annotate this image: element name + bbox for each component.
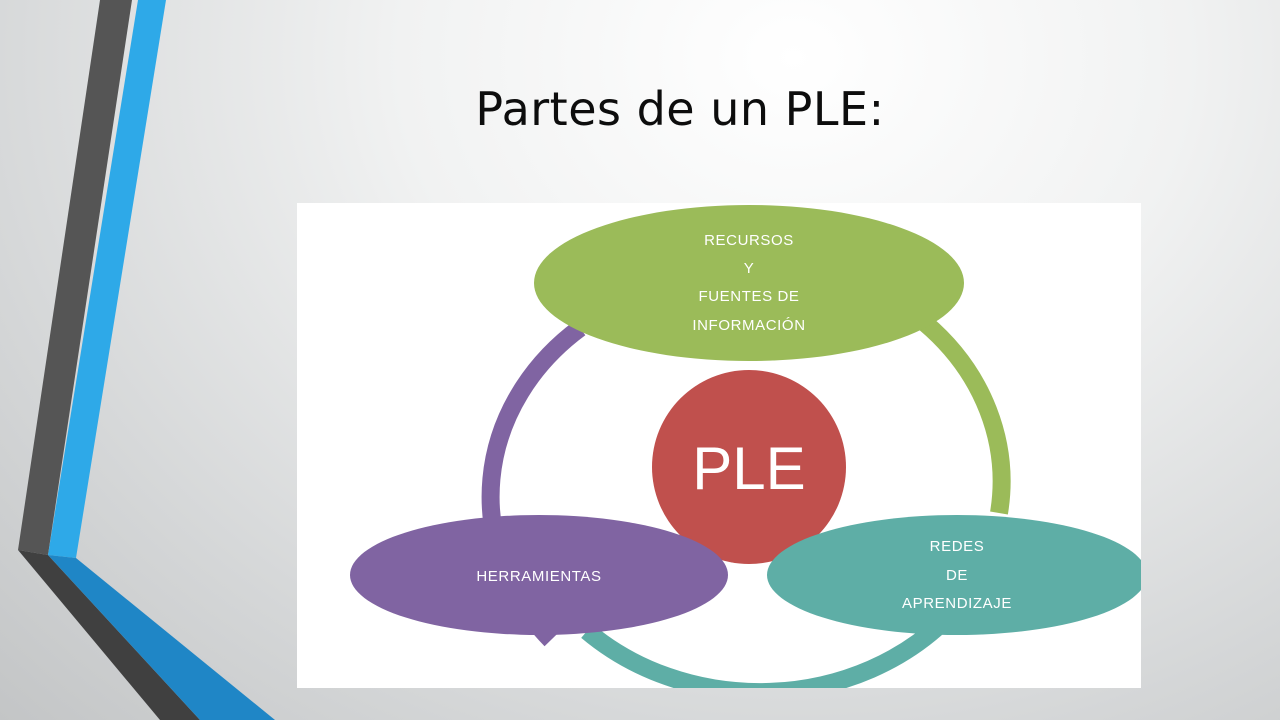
node-recursos-line-4: INFORMACIÓN [692,317,805,334]
blue-stripe-lower [48,555,275,720]
dark-stripe-upper [18,0,132,555]
node-herramientas-label: HERRAMIENTAS [476,568,601,585]
node-recursos-line-3: FUENTES DE [698,288,799,305]
ring-arc-bottom [581,611,954,688]
ple-diagram: PLE RECURSOS Y FUENTES DE INFORMACIÓN HE… [297,203,1141,688]
node-recursos-line-2: Y [744,260,755,277]
node-redes-line-3: APRENDIZAJE [902,595,1012,612]
slide-title: Partes de un PLE: [475,82,885,136]
node-herramientas [350,515,728,635]
blue-stripe-upper [48,0,166,558]
ring-arc-right [919,316,1011,515]
node-recursos [534,205,964,361]
ple-center-circle [652,370,846,564]
node-recursos-line-1: RECURSOS [704,232,794,249]
ple-center-label: PLE [692,435,805,502]
dark-stripe-lower [18,550,200,720]
node-redes-line-1: REDES [930,538,985,555]
node-redes-line-2: DE [946,567,968,584]
node-redes [767,515,1141,635]
